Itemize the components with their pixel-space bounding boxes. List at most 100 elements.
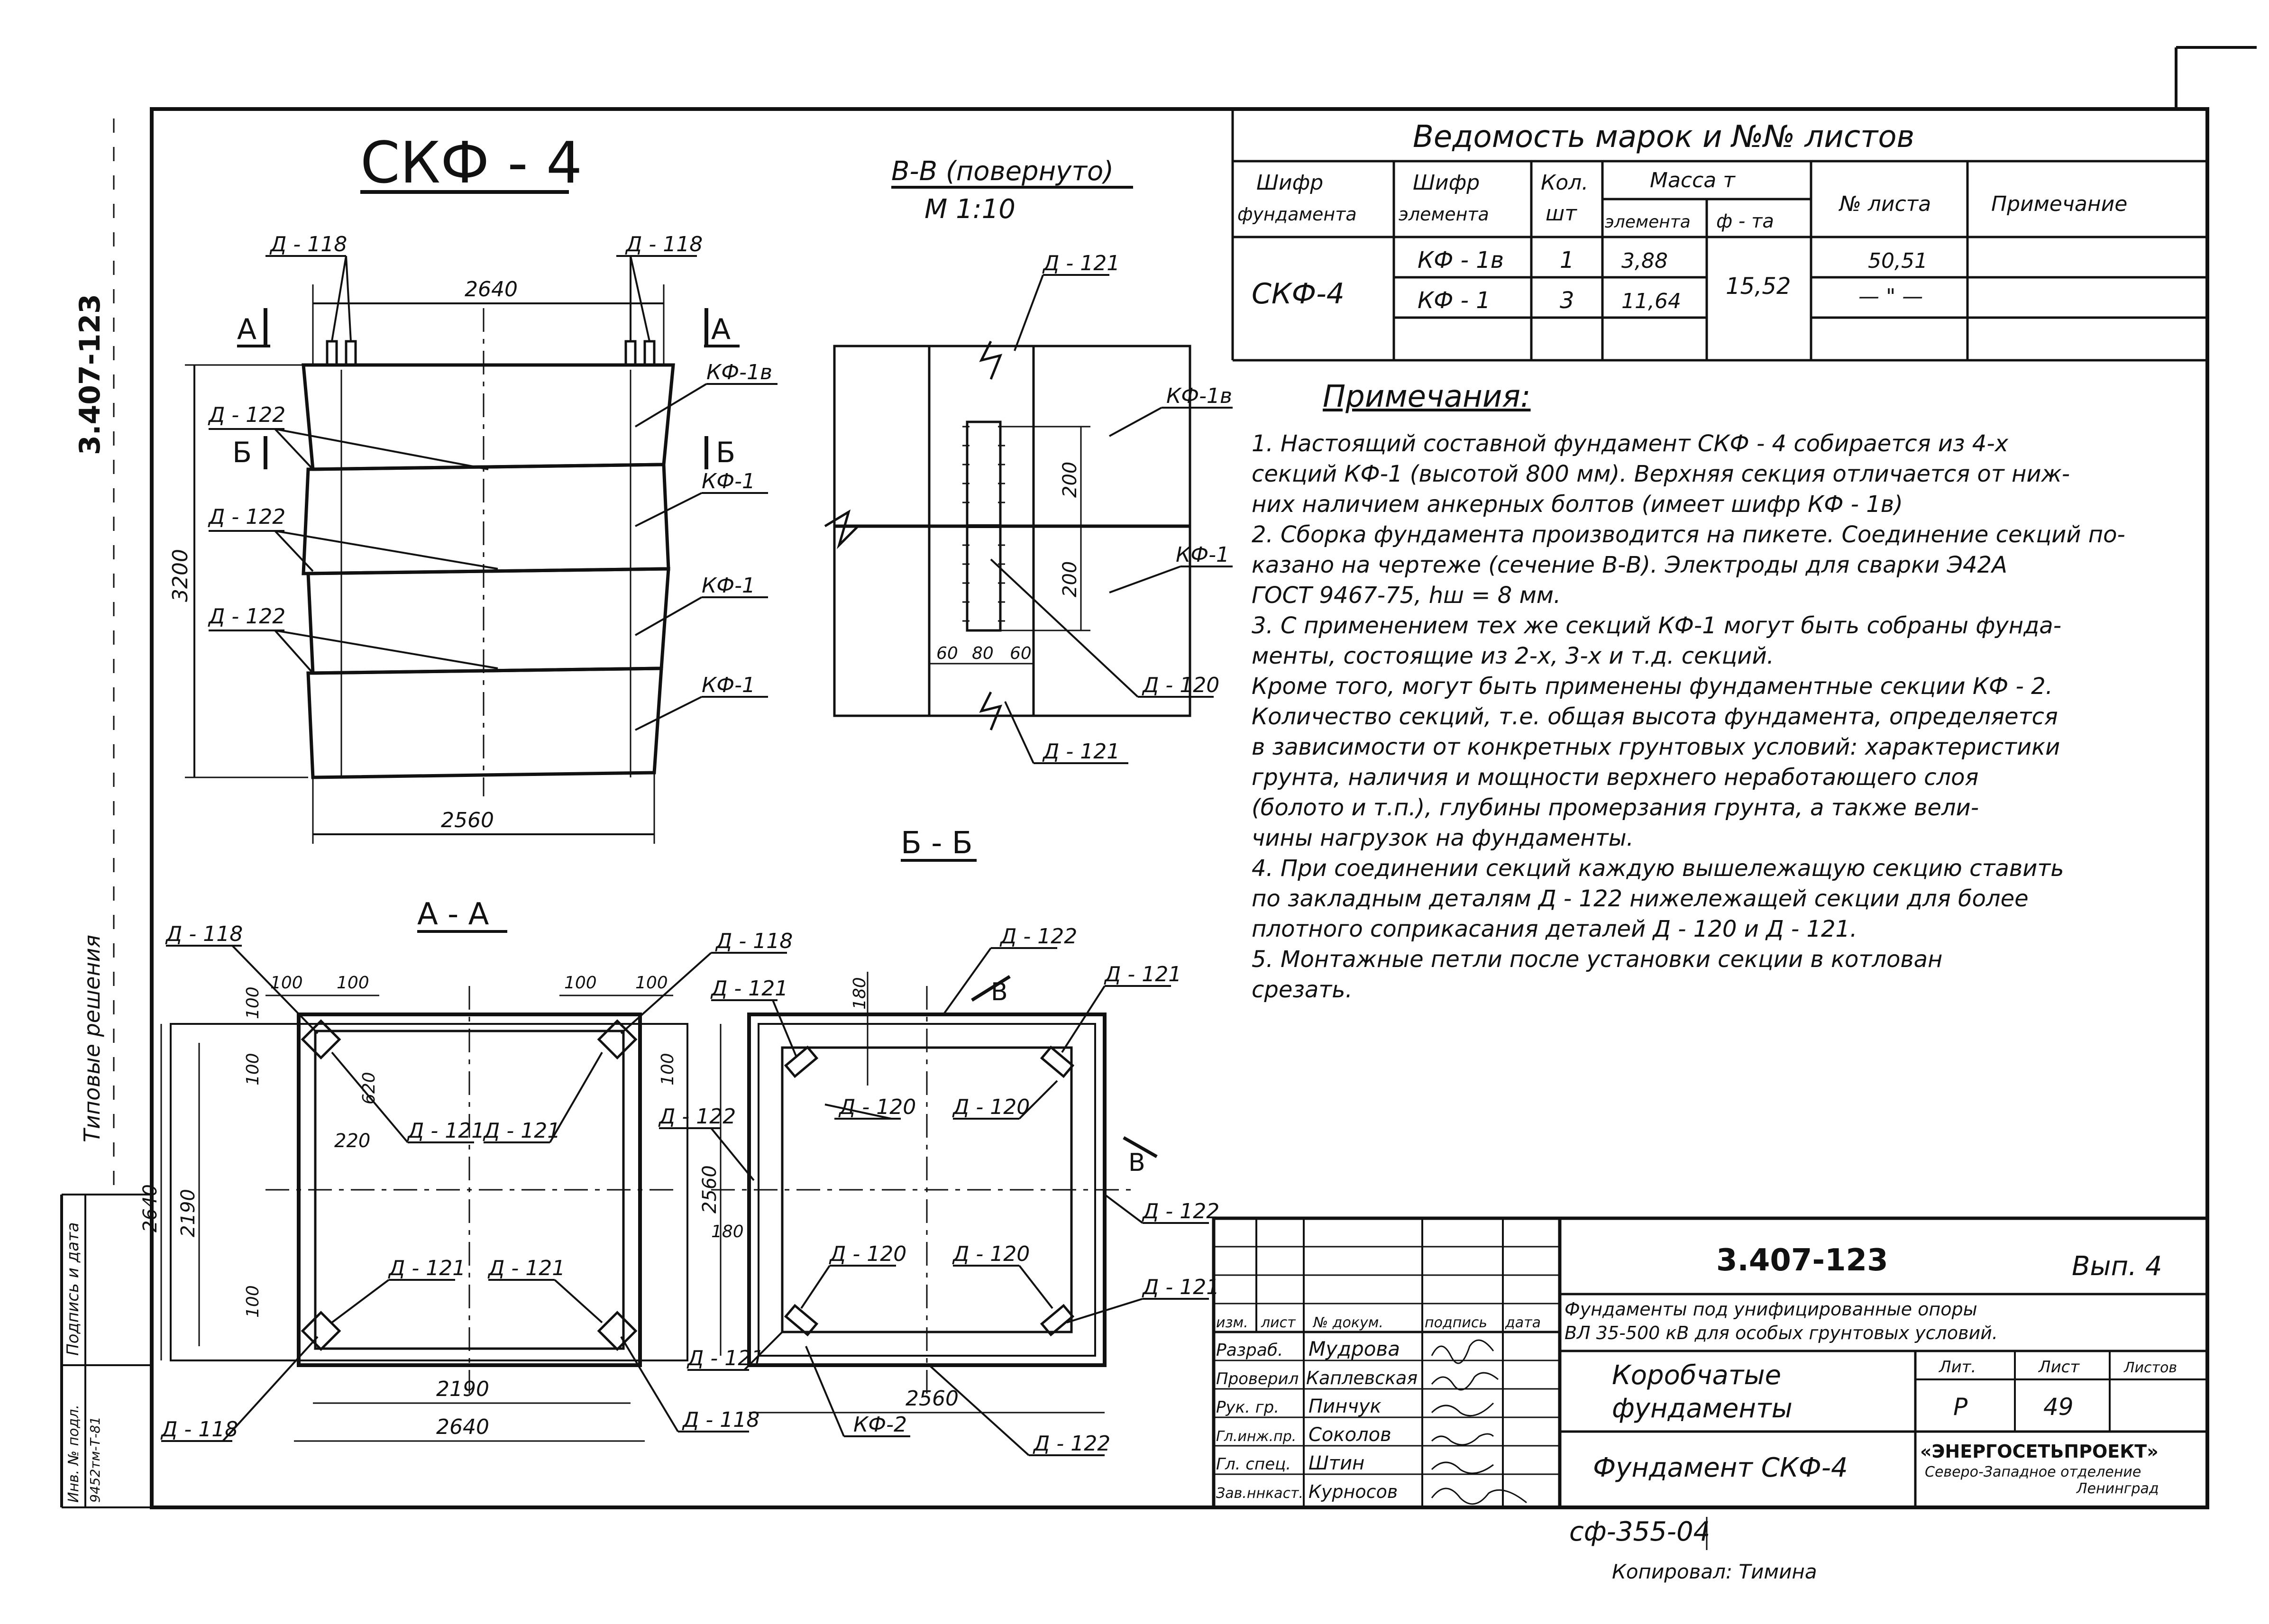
- drawing-title: СКФ - 4: [360, 130, 582, 196]
- dim-2640v: 2640: [139, 1184, 161, 1232]
- notes-title: Примечания:: [1323, 379, 1531, 414]
- mark-v-top: В: [991, 978, 1008, 1006]
- section-mark-a-right: А: [711, 313, 731, 346]
- tb-role-2: Проверил: [1216, 1369, 1299, 1388]
- tb-org-1: «ЭНЕРГОСЕТЬПРОЕКТ»: [1920, 1441, 2159, 1462]
- section-bb-title: Б - Б: [901, 826, 973, 861]
- leader: [274, 530, 498, 570]
- label-kf1-3: КФ-1: [702, 673, 755, 697]
- leader: [274, 428, 489, 470]
- leader: [274, 630, 498, 669]
- note-item-1: 1. Настоящий составной фундамент СКФ - 4…: [1252, 430, 2070, 518]
- leader: [274, 630, 314, 674]
- tb-col-doc: № докум.: [1312, 1314, 1383, 1331]
- leader: [1004, 701, 1034, 764]
- hdr-sheet: № листа: [1838, 192, 1931, 216]
- label-kf1v: КФ-1в: [706, 360, 772, 384]
- label-bb-d120-1: Д - 120: [838, 1095, 916, 1119]
- row2-qty: 3: [1560, 287, 1574, 314]
- dim-100f: 100: [243, 1053, 263, 1086]
- leader: [1104, 1194, 1144, 1224]
- side-inv-label: Инв. № подл.: [65, 1405, 82, 1503]
- dim-100h: 100: [243, 1285, 263, 1318]
- dim-180b: 180: [711, 1222, 744, 1241]
- anchor-bolts: [326, 340, 656, 366]
- dim-60b: 60: [1010, 644, 1032, 663]
- leader: [635, 492, 702, 527]
- label-bb-d120-3: Д - 120: [829, 1242, 906, 1266]
- tb-name-5: Штин: [1308, 1452, 1364, 1474]
- tb-code: 3.407-123: [1716, 1243, 1888, 1278]
- side-inv-number: 9452тм-Т-81: [87, 1416, 103, 1503]
- leader: [345, 255, 352, 342]
- hdr-elem-2: элемента: [1399, 204, 1489, 225]
- leader: [942, 947, 992, 1015]
- label-bb-d121-bl: Д - 121: [686, 1346, 764, 1370]
- dim-height-value: 3200: [168, 549, 192, 602]
- dim-100e: 100: [243, 986, 263, 1019]
- side-code: 3.407-123: [73, 294, 107, 455]
- foundation-sections: [302, 363, 675, 779]
- label-vv-kf1v: КФ-1в: [1166, 384, 1232, 408]
- section-mark: [971, 975, 1011, 1002]
- tb-stage-h: Лит.: [1938, 1358, 1976, 1377]
- leader: [800, 1265, 831, 1309]
- tb-role-5: Гл. спец.: [1216, 1455, 1291, 1474]
- schedule-title: Ведомость марок и №№ листов: [1413, 119, 1914, 155]
- label-aa-d121-4: Д - 121: [487, 1256, 565, 1280]
- corner-plates-bb: [784, 1045, 1075, 1337]
- break-line: [979, 691, 1003, 730]
- leader: [710, 1127, 755, 1181]
- leader: [630, 255, 650, 342]
- row2-sheet: — " —: [1858, 284, 1923, 309]
- label-aa-d121-1: Д - 121: [407, 1119, 485, 1143]
- tb-col-list: лист: [1261, 1314, 1296, 1331]
- label-bb-d121-tr: Д - 121: [1104, 962, 1181, 986]
- note-item-5: 5. Монтажные петли после установки секци…: [1252, 946, 1943, 1003]
- dim-80: 80: [972, 644, 994, 663]
- leader: [549, 1051, 603, 1143]
- leader: [620, 952, 712, 1034]
- tb-org-3: Ленинград: [2076, 1480, 2159, 1497]
- leader: [743, 1331, 783, 1371]
- hdr-qty-1: Кол.: [1541, 171, 1588, 195]
- leader: [331, 255, 347, 342]
- dim-60a: 60: [936, 644, 958, 663]
- hdr-found-1: Шифр: [1256, 171, 1323, 195]
- row1-mass: 3,88: [1621, 249, 1668, 273]
- dim-2640h: 2640: [436, 1415, 489, 1439]
- label-aa-d118-br: Д - 118: [682, 1408, 759, 1432]
- hdr-found-2: фундамента: [1237, 204, 1357, 225]
- section-aa-title: А - А: [417, 897, 489, 932]
- notes-panel: Примечания: 1. Настоящий составной фунда…: [1252, 379, 2200, 1128]
- label-bb-d122-bottom: Д - 122: [1033, 1432, 1110, 1456]
- leader: [1109, 407, 1162, 437]
- section-mark-b-right: Б: [716, 436, 735, 469]
- note-item-3: 3. С применением тех же секций КФ-1 могу…: [1252, 612, 2062, 851]
- break-line: [824, 509, 859, 549]
- label-bb-d121-r: Д - 121: [1142, 1275, 1219, 1299]
- tb-col-date: дата: [1505, 1314, 1541, 1331]
- label-aa-d118-tr: Д - 118: [715, 929, 793, 953]
- label-bb-d122-left: Д - 122: [658, 1104, 736, 1129]
- tb-role-1: Разраб.: [1216, 1341, 1283, 1360]
- leader: [772, 1000, 797, 1058]
- copier: Копировал: Тимина: [1612, 1560, 1817, 1583]
- leader: [1109, 566, 1181, 593]
- dim-220: 220: [334, 1130, 370, 1152]
- row1-elem: КФ - 1в: [1418, 247, 1504, 274]
- label-aa-d118-tl: Д - 118: [165, 922, 243, 946]
- hdr-elem-1: Шифр: [1413, 171, 1480, 195]
- dim-100c: 100: [564, 973, 597, 993]
- tb-role-6: Зав.ннкаст.: [1216, 1485, 1303, 1502]
- tb-role-3: Рук. гр.: [1216, 1398, 1279, 1417]
- hdr-mass-el: элемента: [1605, 212, 1691, 232]
- tb-sheet-name: Фундамент СКФ-4: [1593, 1452, 1848, 1483]
- leader: [1018, 1265, 1053, 1309]
- tb-stage: Р: [1953, 1393, 1968, 1421]
- section-vv-scale: М 1:10: [924, 194, 1016, 225]
- tb-name-6: Курносов: [1308, 1481, 1398, 1502]
- leader: [635, 696, 702, 731]
- side-sign-label: Подпись и дата: [64, 1222, 82, 1356]
